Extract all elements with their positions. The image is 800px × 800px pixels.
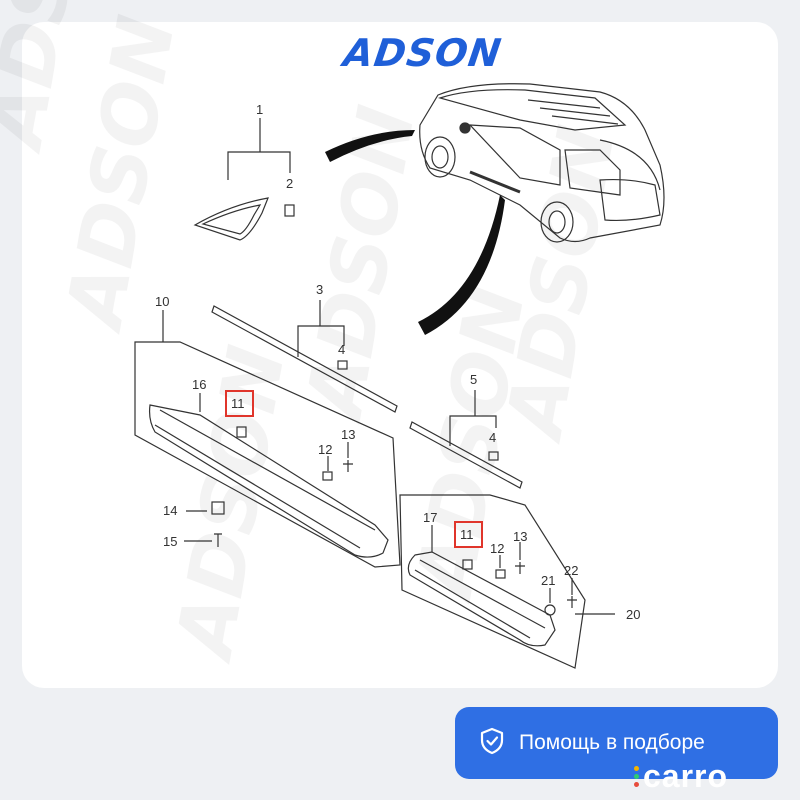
car-illustration — [419, 83, 665, 243]
callout-14: 14 — [163, 503, 177, 518]
callout-4a: 4 — [338, 342, 345, 357]
carro-wordmark: carro — [643, 758, 729, 794]
part-5-strip — [409, 390, 523, 489]
help-selection-button[interactable]: Помощь в подборе — [455, 707, 778, 779]
svg-text:ADSON: ADSON — [489, 120, 633, 450]
callout-12a: 12 — [318, 442, 332, 457]
highlight-box-11-left — [225, 390, 254, 417]
callout-5: 5 — [470, 372, 477, 387]
callout-15: 15 — [163, 534, 177, 549]
callout-13b: 13 — [513, 529, 527, 544]
callout-17: 17 — [423, 510, 437, 525]
svg-text:ADSON: ADSON — [159, 340, 303, 670]
callout-21: 21 — [541, 573, 555, 588]
callout-20: 20 — [626, 607, 640, 622]
callout-10: 10 — [155, 294, 169, 309]
shield-check-icon — [479, 727, 505, 760]
carro-dots — [634, 766, 639, 787]
callout-labels: 1 2 3 4 5 4 10 16 11 12 13 14 15 17 11 1… — [155, 102, 640, 622]
callout-1: 1 — [256, 102, 263, 117]
part-1-group — [193, 118, 295, 241]
adson-logo: ADSON — [341, 31, 505, 75]
assembly-20 — [399, 494, 615, 669]
watermark: ADSON ADSON ADSON ADSON ADSON ADSON — [0, 0, 633, 669]
callout-12b: 12 — [490, 541, 504, 556]
callout-16: 16 — [192, 377, 206, 392]
part-3-strip — [211, 300, 398, 413]
svg-text:ADSON: ADSON — [289, 100, 433, 430]
callout-13a: 13 — [341, 427, 355, 442]
callout-22: 22 — [564, 563, 578, 578]
carro-logo: carro — [634, 758, 728, 795]
callout-2: 2 — [286, 176, 293, 191]
arrow-lower — [418, 195, 505, 335]
assembly-10 — [134, 310, 401, 568]
logo-tab: ADSON — [341, 22, 505, 84]
callout-3: 3 — [316, 282, 323, 297]
arrow-upper — [325, 130, 415, 162]
callout-11a: 11 — [231, 396, 245, 411]
help-button-label: Помощь в подборе — [519, 731, 705, 754]
highlight-box-11-right — [454, 521, 483, 548]
callout-4b: 4 — [489, 430, 496, 445]
callout-11b: 11 — [460, 527, 474, 542]
